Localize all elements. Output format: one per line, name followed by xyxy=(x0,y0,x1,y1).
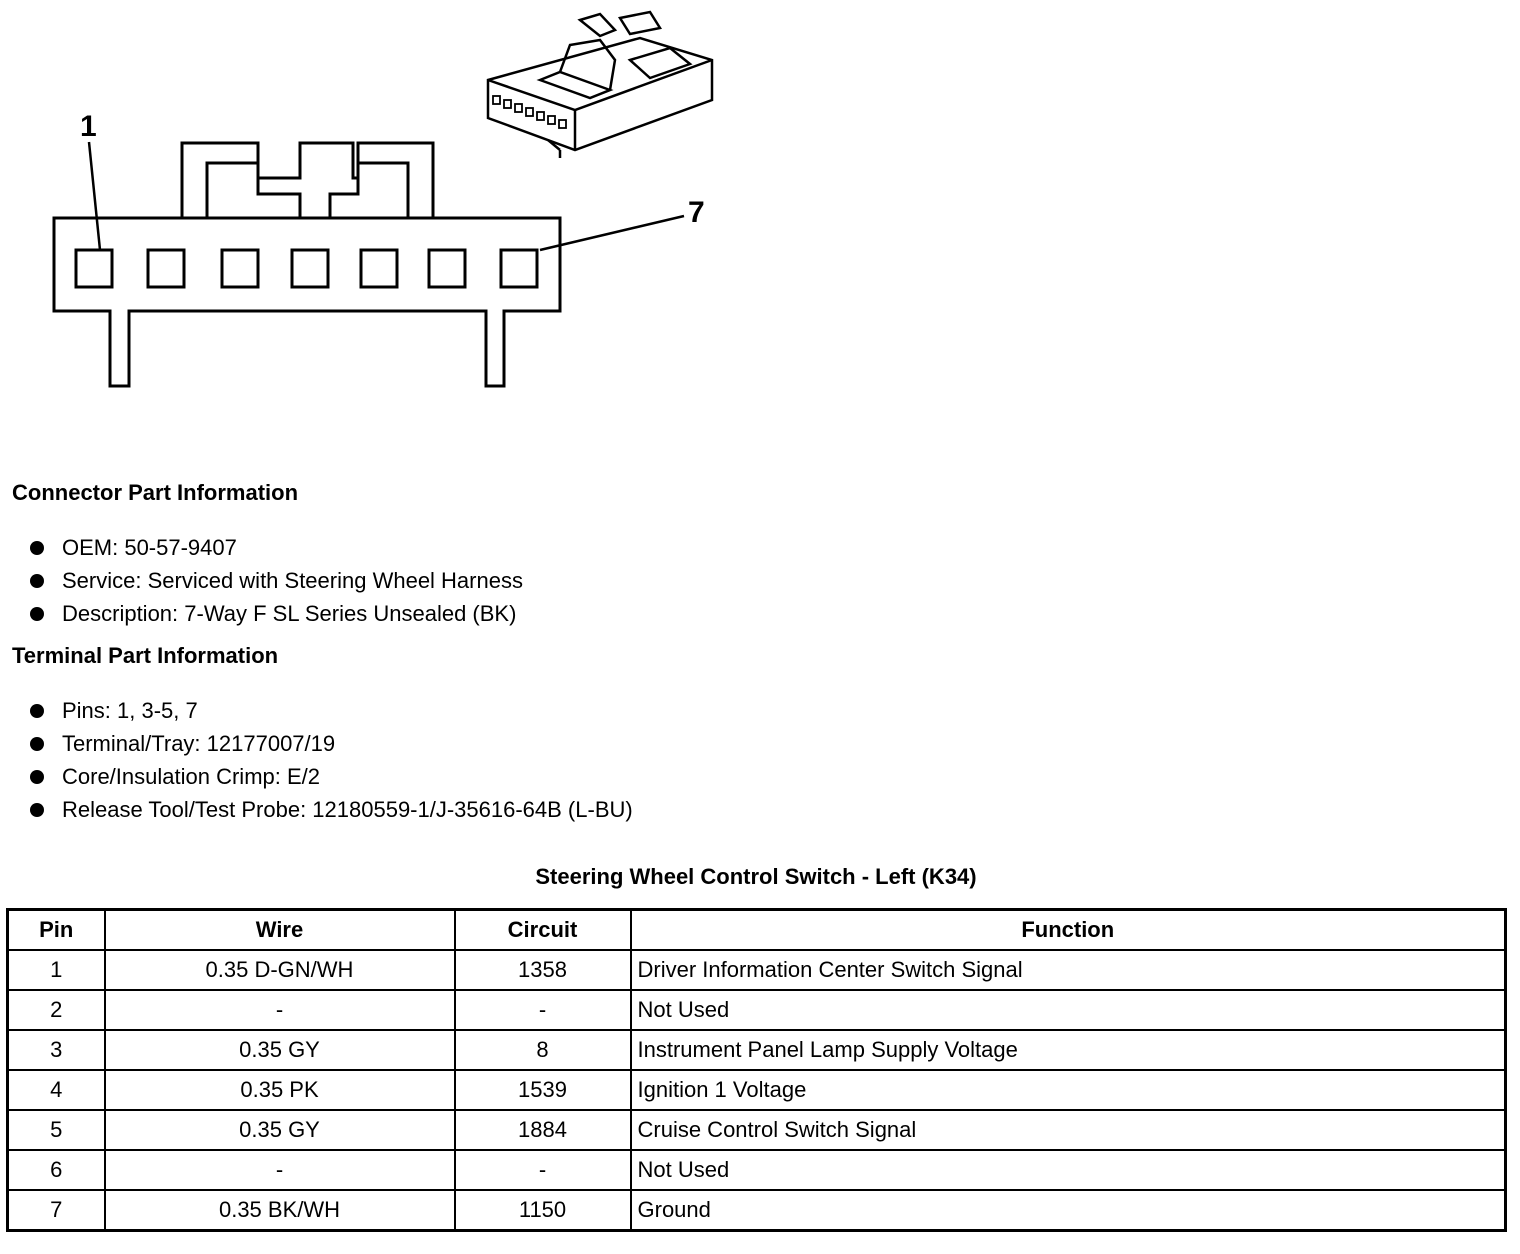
list-item-text: Release Tool/Test Probe: 12180559-1/J-35… xyxy=(62,797,633,822)
cell-circuit: 1884 xyxy=(453,1109,632,1151)
cell-wire: 0.35 GY xyxy=(103,1029,456,1071)
connector-face-drawing xyxy=(52,10,714,388)
cell-pin: 5 xyxy=(6,1109,106,1151)
cell-pin: 3 xyxy=(6,1029,106,1071)
cell-wire: - xyxy=(103,989,456,1031)
cell-wire: 0.35 BK/WH xyxy=(103,1189,456,1232)
list-item-text: OEM: 50-57-9407 xyxy=(62,535,237,560)
header-function: Function xyxy=(629,908,1507,951)
cell-wire: - xyxy=(103,1149,456,1191)
connector-info-list: OEM: 50-57-9407 Service: Serviced with S… xyxy=(28,531,523,630)
list-item: Service: Serviced with Steering Wheel Ha… xyxy=(28,564,523,597)
cell-circuit: 1539 xyxy=(453,1069,632,1111)
table-row: 7 0.35 BK/WH 1150 Ground xyxy=(6,1189,1507,1232)
cell-pin: 1 xyxy=(6,949,106,991)
bullet-icon xyxy=(30,704,44,718)
cell-circuit: 8 xyxy=(453,1029,632,1071)
bullet-icon xyxy=(30,770,44,784)
cell-pin: 4 xyxy=(6,1069,106,1111)
pin-7-label: 7 xyxy=(688,196,705,229)
table-row: 3 0.35 GY 8 Instrument Panel Lamp Supply… xyxy=(6,1029,1507,1071)
list-item: Pins: 1, 3-5, 7 xyxy=(28,694,633,727)
list-item: Description: 7-Way F SL Series Unsealed … xyxy=(28,597,523,630)
list-item-text: Service: Serviced with Steering Wheel Ha… xyxy=(62,568,523,593)
cell-function: Cruise Control Switch Signal xyxy=(629,1109,1507,1151)
connector-diagram: 1 7 xyxy=(0,0,1520,420)
bullet-icon xyxy=(30,803,44,817)
list-item: Terminal/Tray: 12177007/19 xyxy=(28,727,633,760)
header-wire: Wire xyxy=(103,908,456,951)
table-row: 4 0.35 PK 1539 Ignition 1 Voltage xyxy=(6,1069,1507,1111)
bullet-icon xyxy=(30,541,44,555)
connector-isometric-icon xyxy=(486,10,714,158)
terminal-info-list: Pins: 1, 3-5, 7 Terminal/Tray: 12177007/… xyxy=(28,694,633,826)
table-row: 5 0.35 GY 1884 Cruise Control Switch Sig… xyxy=(6,1109,1507,1151)
list-item-text: Description: 7-Way F SL Series Unsealed … xyxy=(62,601,517,626)
list-item: Release Tool/Test Probe: 12180559-1/J-35… xyxy=(28,793,633,826)
cell-function: Ground xyxy=(629,1189,1507,1232)
connector-info-title: Connector Part Information xyxy=(12,480,299,505)
list-item-text: Terminal/Tray: 12177007/19 xyxy=(62,731,336,756)
list-item: Core/Insulation Crimp: E/2 xyxy=(28,760,633,793)
cell-circuit: - xyxy=(453,1149,632,1191)
pin-1-label: 1 xyxy=(80,110,97,143)
table-row: 6 - - Not Used xyxy=(6,1149,1507,1191)
terminal-info-title: Terminal Part Information xyxy=(12,643,279,668)
cell-pin: 7 xyxy=(6,1189,106,1232)
table-header-row: Pin Wire Circuit Function xyxy=(6,908,1507,951)
header-circuit: Circuit xyxy=(453,908,632,951)
cell-function: Driver Information Center Switch Signal xyxy=(629,949,1507,991)
table-title: Steering Wheel Control Switch - Left (K3… xyxy=(535,864,977,889)
cell-circuit: 1358 xyxy=(453,949,632,991)
cell-wire: 0.35 D-GN/WH xyxy=(103,949,456,991)
list-item-text: Core/Insulation Crimp: E/2 xyxy=(62,764,320,789)
cell-circuit: - xyxy=(453,989,632,1031)
cell-circuit: 1150 xyxy=(453,1189,632,1232)
cell-function: Instrument Panel Lamp Supply Voltage xyxy=(629,1029,1507,1071)
cell-function: Ignition 1 Voltage xyxy=(629,1069,1507,1111)
cell-function: Not Used xyxy=(629,989,1507,1031)
bullet-icon xyxy=(30,737,44,751)
table-row: 1 0.35 D-GN/WH 1358 Driver Information C… xyxy=(6,949,1507,991)
pinout-table: Pin Wire Circuit Function 1 0.35 D-GN/WH… xyxy=(6,908,1507,1232)
bullet-icon xyxy=(30,607,44,621)
header-pin: Pin xyxy=(6,908,106,951)
cell-function: Not Used xyxy=(629,1149,1507,1191)
cell-wire: 0.35 PK xyxy=(103,1069,456,1111)
cell-pin: 6 xyxy=(6,1149,106,1191)
bullet-icon xyxy=(30,574,44,588)
list-item: OEM: 50-57-9407 xyxy=(28,531,523,564)
cell-wire: 0.35 GY xyxy=(103,1109,456,1151)
table-row: 2 - - Not Used xyxy=(6,989,1507,1031)
cell-pin: 2 xyxy=(6,989,106,1031)
list-item-text: Pins: 1, 3-5, 7 xyxy=(62,698,198,723)
